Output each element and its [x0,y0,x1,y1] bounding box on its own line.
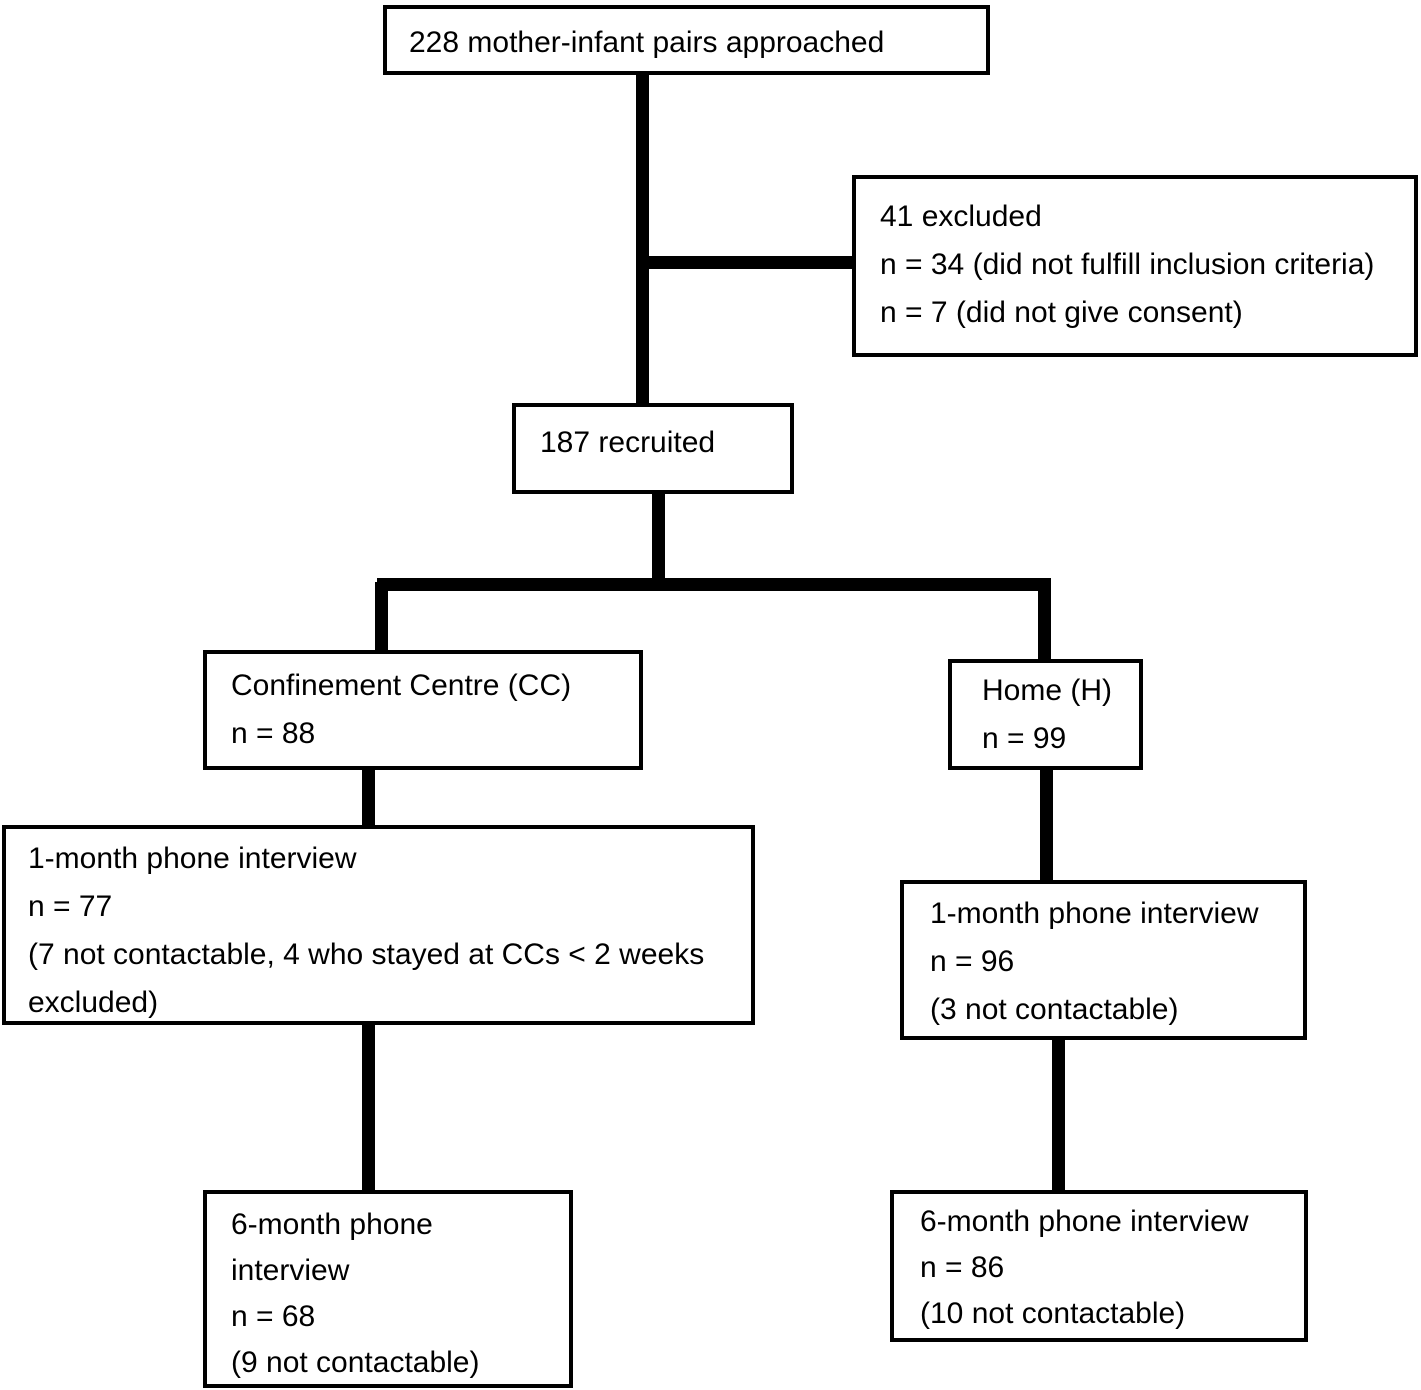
node-cc-6-month-line: n = 68 [231,1300,316,1333]
connector-home-1month-to-6month [1052,1038,1065,1194]
node-recruited: 187 recruited [512,403,794,494]
node-excluded-line: n = 7 (did not give consent) [880,296,1243,329]
node-confinement-centre: Confinement Centre (CC) n = 88 [203,650,643,770]
connector-split-to-home [1038,582,1051,663]
node-home-line: n = 99 [982,722,1067,755]
node-recruited-line: 187 recruited [540,426,716,459]
node-confinement-centre-line: Confinement Centre (CC) [231,669,572,702]
node-home-6-month-line: 6-month phone interview [920,1205,1249,1238]
node-excluded-line: 41 excluded [880,200,1042,233]
node-cc-1-month-line: 1-month phone interview [28,842,357,875]
node-cc-1-month-line: (7 not contactable, 4 who stayed at CCs … [28,938,705,971]
node-cc-6-month-line: (9 not contactable) [231,1346,480,1379]
node-home-6-month-line: (10 not contactable) [920,1297,1186,1330]
node-home-line: Home (H) [982,674,1113,707]
node-home-1-month-interview: 1-month phone interview n = 96 (3 not co… [900,880,1307,1040]
node-home: Home (H) n = 99 [948,659,1143,770]
node-cc-1-month-line: n = 77 [28,890,113,923]
connector-split-horizontal [377,578,1051,591]
node-home-1-month-line: n = 96 [930,945,1015,978]
node-home-1-month-line: (3 not contactable) [930,993,1179,1026]
node-cc-6-month-interview: 6-month phone interview n = 68 (9 not co… [203,1190,573,1388]
node-cc-6-month-line: interview [231,1254,350,1287]
connector-home-to-1month [1040,768,1053,884]
node-excluded: 41 excluded n = 34 (did not fulfill incl… [852,175,1418,357]
node-confinement-centre-line: n = 88 [231,717,316,750]
connector-branch-to-excluded [642,256,854,269]
node-cc-6-month-line: 6-month phone [231,1208,433,1241]
node-excluded-line: n = 34 (did not fulfill inclusion criter… [880,248,1375,281]
connector-cc-to-1month [362,768,375,828]
node-home-6-month-line: n = 86 [920,1251,1005,1284]
node-approached-line: 228 mother-infant pairs approached [409,26,885,59]
node-cc-1-month-line: excluded) [28,986,159,1019]
node-home-6-month-interview: 6-month phone interview n = 86 (10 not c… [890,1190,1308,1342]
connector-cc-1month-to-6month [362,1023,375,1193]
node-cc-1-month-interview: 1-month phone interview n = 77 (7 not co… [2,825,755,1025]
node-home-1-month-line: 1-month phone interview [930,897,1259,930]
connector-approached-to-recruited [636,73,649,407]
node-approached: 228 mother-infant pairs approached [383,5,990,75]
connector-split-to-cc [375,582,388,654]
connector-recruited-to-split [652,492,665,584]
